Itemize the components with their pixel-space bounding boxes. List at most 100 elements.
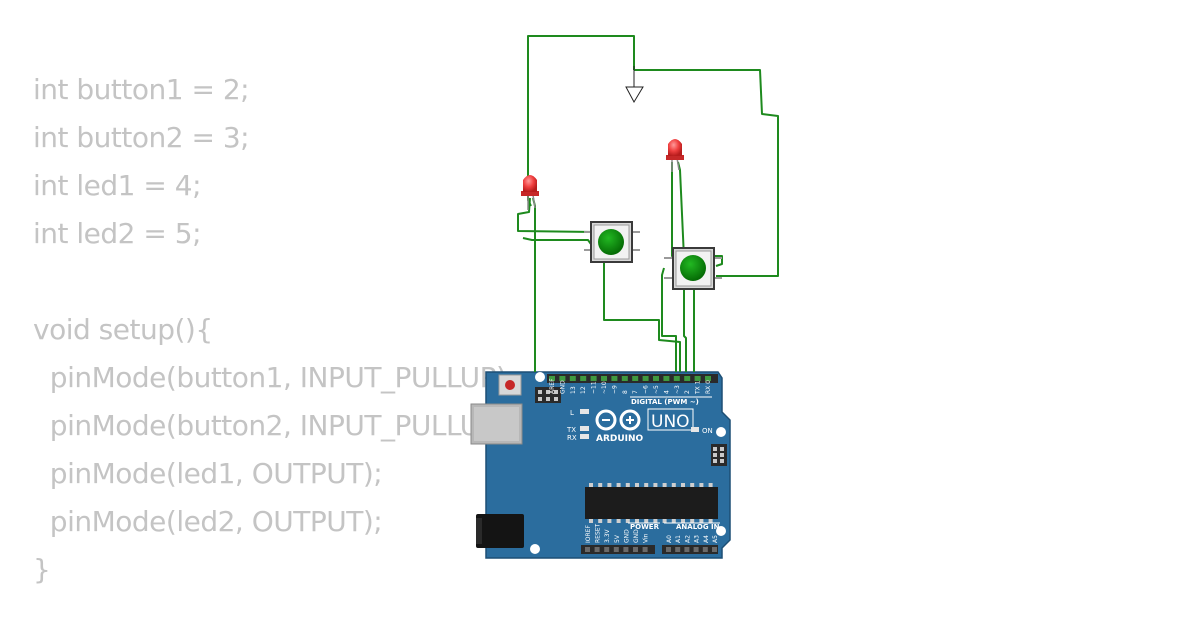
digital-pin-label: ~11 — [591, 381, 598, 394]
chip-pin — [598, 519, 603, 523]
analog-pin-label: A3 — [694, 535, 701, 543]
power-pin-label: 3.3V — [604, 528, 611, 543]
digital-pin-holes — [549, 376, 711, 381]
chip-pin — [653, 483, 658, 487]
pushbutton-2[interactable] — [664, 247, 722, 290]
analog-pin-hole — [712, 547, 717, 552]
power-pin-hole — [594, 547, 600, 552]
power-pin-label: IOREF — [585, 525, 592, 543]
usb-connector-inner — [474, 407, 519, 441]
chip-pin — [653, 519, 658, 523]
digital-pin-hole — [684, 376, 691, 381]
digital-pin-label: 8 — [622, 390, 629, 394]
wire-to-button2 — [634, 69, 779, 277]
digital-pin-hole — [673, 376, 680, 381]
chip-pin — [589, 519, 593, 523]
code-line: pinMode(led2, OUTPUT); — [33, 505, 383, 538]
analog-pin-label: A5 — [712, 535, 719, 543]
chip-pin — [662, 519, 667, 523]
power-pin-hole — [613, 547, 619, 552]
power-pin-hole — [604, 547, 610, 552]
chip-pin — [681, 519, 685, 523]
led-rx-label: RX — [567, 434, 577, 442]
led-tx — [580, 426, 589, 431]
digital-pin-label: AREF — [549, 378, 556, 394]
mounting-hole — [716, 427, 726, 437]
digital-pin-label: ~3 — [674, 385, 681, 394]
chip-pin — [671, 483, 676, 487]
chip-pin — [635, 483, 639, 487]
chip-pin — [690, 519, 695, 523]
analog-label: ANALOG IN — [676, 523, 720, 531]
pushbutton-1[interactable] — [584, 221, 640, 263]
chip-pin — [589, 483, 593, 487]
led-1[interactable] — [521, 175, 539, 210]
chip-pin — [625, 519, 630, 523]
digital-pin-hole — [601, 376, 607, 381]
digital-pin-hole — [611, 376, 618, 381]
chip-pin — [662, 483, 667, 487]
power-pin-hole — [623, 547, 629, 552]
pushbutton-1-cap[interactable] — [598, 229, 624, 255]
board-brand: ARDUINO — [596, 434, 644, 444]
analog-pin-hole — [684, 547, 690, 552]
wire-top-loop — [527, 35, 635, 207]
chip-pin — [644, 519, 649, 523]
power-label: POWER — [630, 523, 660, 531]
digital-pin-hole — [642, 376, 649, 381]
power-pin-hole — [633, 547, 638, 552]
digital-pin-label: 13 — [570, 386, 577, 394]
bottom-pin-holes — [585, 547, 717, 552]
chip-pin — [671, 519, 676, 523]
chip-pin — [708, 519, 713, 523]
power-pin-label: RESET — [595, 523, 602, 543]
power-pin-label: Vin — [643, 533, 650, 543]
chip-pin — [644, 483, 649, 487]
wire-led1-anode — [532, 197, 536, 372]
analog-pin-hole — [693, 547, 699, 552]
analog-header — [662, 545, 718, 554]
digital-pin-hole — [590, 376, 597, 381]
led-rx — [580, 434, 589, 439]
mounting-hole — [535, 372, 545, 382]
chip-pin — [681, 483, 685, 487]
analog-pin-label: A0 — [666, 535, 673, 543]
power-pin-hole — [642, 547, 648, 552]
wire-button2-to-pin — [661, 267, 677, 372]
on-led — [691, 427, 699, 432]
code-line: pinMode(led1, OUTPUT); — [33, 457, 383, 490]
chip-pin — [699, 519, 704, 523]
pushbutton-2-cap[interactable] — [680, 255, 706, 281]
analog-pin-label: A2 — [684, 535, 691, 543]
led-l-label: L — [570, 409, 574, 417]
digital-label: DIGITAL (PWM ~) — [631, 398, 699, 406]
code-line: } — [33, 553, 51, 586]
digital-pin-label: ~9 — [611, 385, 618, 394]
chip-pin — [690, 483, 695, 487]
reset-button-cap[interactable] — [505, 380, 515, 390]
digital-pin-label: ~10 — [601, 381, 608, 394]
digital-pin-label: 4 — [663, 390, 670, 394]
digital-pin-label: 2 — [684, 390, 691, 394]
power-jack-barrel — [476, 518, 482, 544]
digital-pin-label: RX 0 — [705, 380, 712, 394]
chip-pin — [607, 519, 612, 523]
power-pin-label: 5V — [614, 534, 621, 543]
mounting-hole — [716, 526, 726, 536]
chip-pin — [616, 519, 621, 523]
digital-pin-hole — [559, 376, 566, 381]
wire-button2-right — [714, 255, 723, 267]
led-tx-label: TX — [566, 426, 576, 434]
analog-pin-label: A4 — [703, 535, 710, 543]
led-2[interactable] — [666, 139, 684, 172]
digital-pin-hole — [580, 376, 587, 381]
power-pin-hole — [585, 547, 590, 552]
digital-pin-label: ~5 — [653, 385, 660, 394]
digital-pin-label: ~6 — [643, 385, 650, 394]
digital-pin-hole — [621, 376, 628, 381]
